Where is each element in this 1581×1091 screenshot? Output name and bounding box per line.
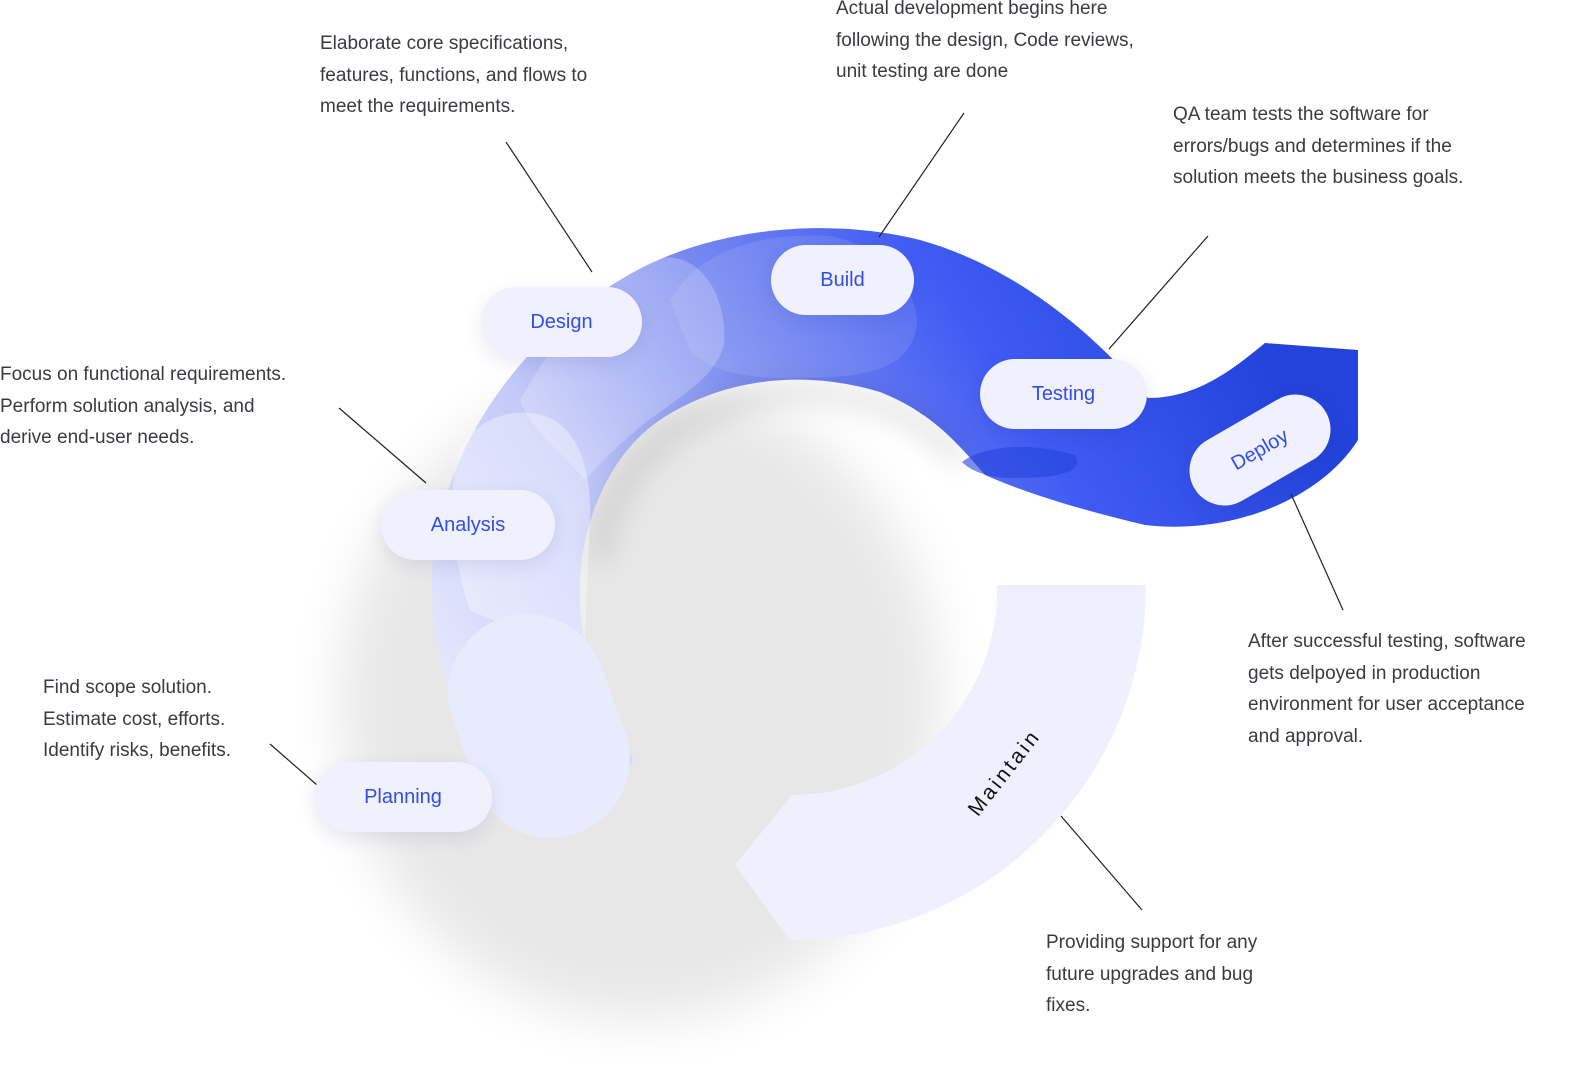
process-arc	[431, 228, 1359, 807]
connector-design	[505, 141, 593, 273]
connector-maintain	[1060, 815, 1143, 911]
description-maintain: Providing support for any future upgrade…	[1046, 932, 1258, 1017]
connector-testing	[1108, 235, 1209, 350]
stage-label-build: Build	[820, 268, 865, 291]
description-build: Actual development begins here following…	[836, 0, 1134, 83]
connector-deploy	[1290, 493, 1344, 611]
connector-lines	[269, 112, 1344, 911]
stage-pill-design[interactable]: Design	[481, 287, 642, 357]
stage-pill-build[interactable]: Build	[771, 245, 914, 315]
description-planning: Find scope solution. Estimate cost, effo…	[43, 677, 231, 762]
stage-label-planning: Planning	[364, 785, 442, 808]
stage-label-deploy: Deploy	[1227, 424, 1293, 475]
description-deploy: After successful testing, software gets …	[1248, 631, 1526, 748]
segment-testing	[962, 446, 1078, 478]
stage-pill-testing[interactable]: Testing	[980, 359, 1147, 429]
connector-build	[878, 112, 965, 238]
connector-analysis	[338, 407, 427, 484]
stage-label-testing: Testing	[1031, 382, 1096, 405]
description-testing: QA team tests the software for errors/bu…	[1173, 104, 1464, 189]
inner-shadow	[591, 382, 968, 561]
segment-planning	[448, 614, 630, 838]
stage-label-analysis: Analysis	[430, 513, 506, 536]
maintain-band	[735, 585, 1146, 941]
stage-label-design: Design	[530, 310, 593, 333]
segment-design	[520, 257, 725, 480]
connector-planning	[269, 743, 318, 786]
description-design: Elaborate core specifications, features,…	[320, 33, 588, 118]
stage-pill-analysis[interactable]: Analysis	[381, 490, 555, 560]
stage-pill-planning[interactable]: Planning	[314, 762, 492, 832]
description-analysis: Focus on functional requirements. Perfor…	[0, 364, 287, 449]
